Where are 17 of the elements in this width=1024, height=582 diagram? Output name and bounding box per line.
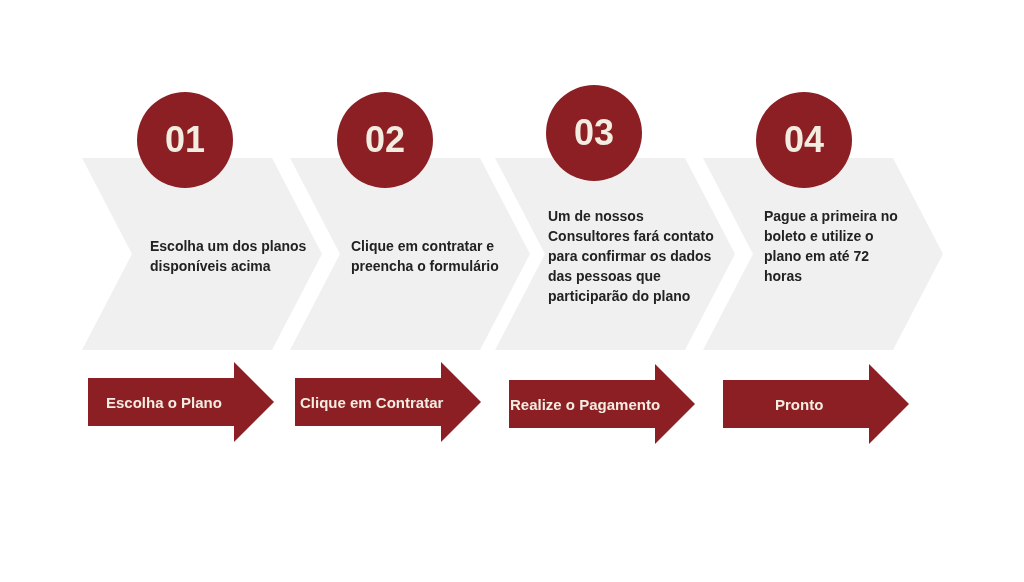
step-description: Um de nossos Consultores fará contato para confirmar os dados das pessoas que participarão do plano xyxy=(548,207,715,306)
step-arrow xyxy=(723,364,909,444)
chevron-step xyxy=(82,158,322,350)
step-arrow xyxy=(88,362,274,442)
step-label: Realize o Pagamento xyxy=(510,396,661,413)
step-description: Pague a primeira no boleto e utilize o plano em até 72 horas xyxy=(764,207,899,286)
step-number-circle: 02 xyxy=(337,92,433,188)
step-description: Escolha um dos planos disponíveis acima xyxy=(150,237,308,276)
step-number-circle: 01 xyxy=(137,92,233,188)
step-label: Escolha o Plano xyxy=(106,394,222,411)
step-number-circle: 03 xyxy=(546,85,642,181)
step-number-circle: 04 xyxy=(756,92,852,188)
step-description: Clique em contratar e preencha o formulário xyxy=(351,237,500,276)
step-arrow xyxy=(295,362,481,442)
step-arrow xyxy=(509,364,695,444)
step-label: Pronto xyxy=(775,396,824,413)
step-label: Clique em Contratar xyxy=(300,394,444,411)
